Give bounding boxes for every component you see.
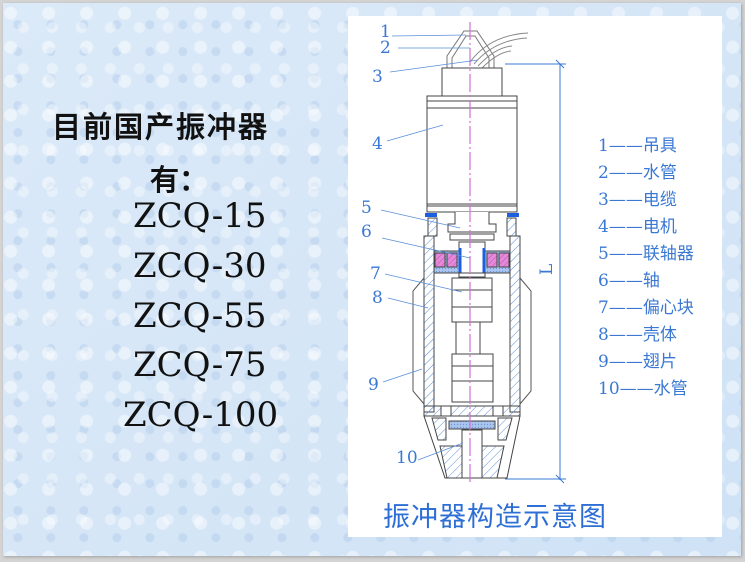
nozzle-icon [423, 405, 521, 479]
legend-item: 6——轴 [598, 271, 660, 291]
hose-icon [469, 32, 529, 69]
model-item: ZCQ-15 [133, 196, 267, 236]
callout-leaders [380, 34, 479, 461]
callout-10: 10 [396, 448, 418, 468]
legend-item: 2——水管 [598, 163, 677, 183]
legend-item: 8——壳体 [598, 325, 677, 345]
model-item: ZCQ-75 [133, 345, 267, 385]
dimension-line [505, 59, 566, 484]
callout-9: 9 [368, 375, 379, 395]
model-item: ZCQ-55 [133, 296, 267, 336]
dimension-label: L [537, 264, 557, 275]
legend-item: 1——吊具 [598, 136, 677, 156]
callout-5: 5 [361, 198, 372, 218]
callout-4: 4 [372, 134, 383, 154]
diagram-caption: 振冲器构造示意图 [383, 502, 607, 533]
heading-line-2: 有： [150, 163, 209, 197]
callout-6: 6 [361, 222, 372, 242]
callout-8: 8 [372, 288, 383, 308]
legend-item: 4——电机 [598, 217, 677, 237]
legend-item: 3——电缆 [598, 190, 677, 210]
legend-item: 5——联轴器 [598, 244, 694, 264]
legend-item: 9——翅片 [598, 352, 677, 372]
fin-icon [412, 277, 532, 405]
callout-7: 7 [370, 264, 381, 284]
model-item: ZCQ-30 [133, 246, 267, 286]
diagram-panel [348, 16, 722, 537]
callout-2: 2 [380, 38, 391, 58]
legend-item: 7——偏心块 [598, 298, 694, 318]
coupling-icon [425, 205, 519, 278]
callout-3: 3 [372, 67, 383, 87]
motor-icon [426, 95, 518, 207]
heading-line-1: 目前国产振冲器 [52, 110, 270, 144]
model-item: ZCQ-100 [123, 395, 279, 435]
eccentric-block-icon [451, 277, 494, 403]
callout-1: 1 [380, 22, 391, 42]
legend-item: 10——水管 [598, 379, 688, 399]
